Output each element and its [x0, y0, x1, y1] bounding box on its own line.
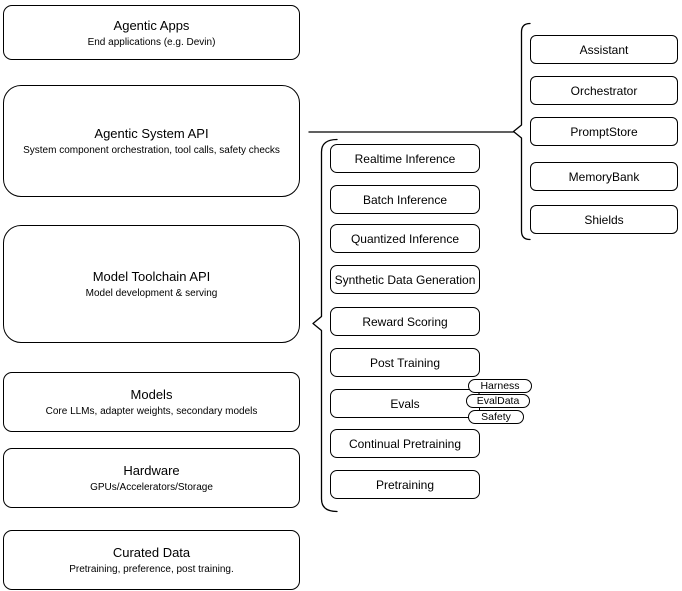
- pill-evaldata: EvalData: [466, 394, 530, 408]
- node-label: Evals: [390, 396, 420, 411]
- node-label: Shields: [584, 212, 624, 227]
- node-label: Continual Pretraining: [348, 436, 462, 451]
- box-title: Agentic System API: [94, 126, 209, 141]
- box-models: Models Core LLMs, adapter weights, secon…: [3, 372, 300, 432]
- node-promptstore: PromptStore: [530, 117, 678, 146]
- node-label: Post Training: [369, 355, 441, 370]
- pill-safety: Safety: [468, 410, 524, 424]
- box-subtitle: GPUs/Accelerators/Storage: [90, 482, 213, 493]
- node-continual-pretraining: Continual Pretraining: [330, 429, 480, 458]
- pill-label: Safety: [481, 411, 511, 423]
- node-label: Assistant: [579, 42, 629, 57]
- node-label: Synthetic Data Generation: [334, 272, 476, 287]
- node-label: Reward Scoring: [362, 314, 448, 329]
- box-title: Model Toolchain API: [92, 269, 211, 284]
- node-batch-inference: Batch Inference: [330, 185, 480, 214]
- box-agentic-apps: Agentic Apps End applications (e.g. Devi…: [3, 5, 300, 60]
- box-subtitle: Core LLMs, adapter weights, secondary mo…: [45, 406, 258, 417]
- node-label: Pretraining: [375, 477, 435, 492]
- box-model-toolchain-api: Model Toolchain API Model development & …: [3, 225, 300, 343]
- box-subtitle: System component orchestration, tool cal…: [23, 145, 280, 156]
- node-label: Batch Inference: [362, 192, 448, 207]
- node-post-training: Post Training: [330, 348, 480, 377]
- box-subtitle: Model development & serving: [85, 288, 218, 299]
- node-assistant: Assistant: [530, 35, 678, 64]
- node-pretraining: Pretraining: [330, 470, 480, 499]
- node-evals: Evals: [330, 389, 480, 418]
- node-memorybank: MemoryBank: [530, 162, 678, 191]
- box-curated-data: Curated Data Pretraining, preference, po…: [3, 530, 300, 590]
- node-quantized-inference: Quantized Inference: [330, 224, 480, 253]
- box-title: Hardware: [123, 463, 180, 478]
- node-shields: Shields: [530, 205, 678, 234]
- node-label: Realtime Inference: [354, 151, 456, 166]
- box-agentic-system-api: Agentic System API System component orch…: [3, 85, 300, 197]
- node-realtime-inference: Realtime Inference: [330, 144, 480, 173]
- pill-label: EvalData: [476, 395, 520, 407]
- system-components-bracket: [512, 22, 531, 241]
- node-label: Orchestrator: [570, 83, 638, 98]
- node-synthetic-data-generation: Synthetic Data Generation: [330, 265, 480, 294]
- box-subtitle: Pretraining, preference, post training.: [69, 564, 234, 575]
- pill-label: Harness: [480, 380, 520, 392]
- box-title: Curated Data: [112, 545, 191, 560]
- node-orchestrator: Orchestrator: [530, 76, 678, 105]
- box-subtitle: End applications (e.g. Devin): [87, 36, 216, 48]
- node-label: Quantized Inference: [350, 231, 460, 246]
- node-label: MemoryBank: [568, 169, 640, 184]
- pill-harness: Harness: [468, 379, 532, 393]
- box-hardware: Hardware GPUs/Accelerators/Storage: [3, 448, 300, 508]
- node-label: PromptStore: [570, 124, 638, 139]
- box-title: Agentic Apps: [113, 17, 190, 33]
- box-title: Models: [130, 387, 173, 402]
- node-reward-scoring: Reward Scoring: [330, 307, 480, 336]
